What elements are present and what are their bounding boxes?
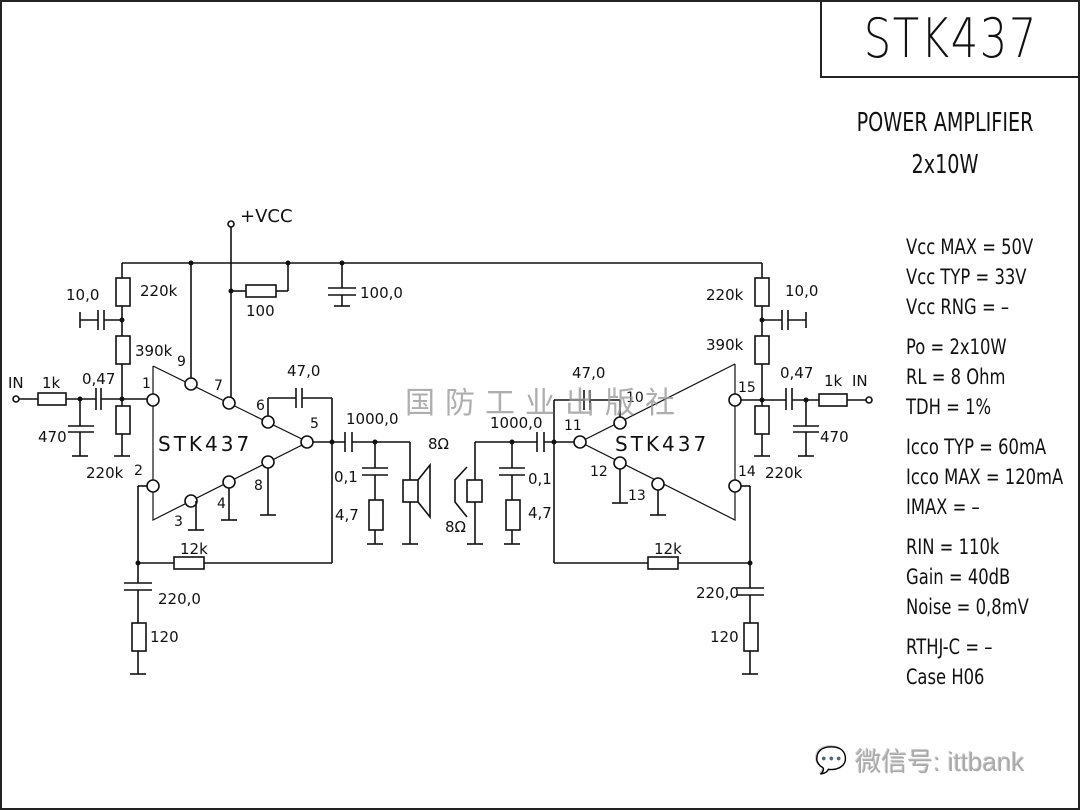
left-r120-label: 120 xyxy=(150,628,179,646)
svg-text:15: 15 xyxy=(738,380,756,396)
wechat-id: 微信号: ittbank xyxy=(855,747,1025,777)
spec-case: Case H06 xyxy=(906,665,985,689)
spec-rin: RIN = 110k xyxy=(906,535,1000,559)
spec-icco-max: Icco MAX = 120mA xyxy=(906,465,1064,489)
supply-resistor xyxy=(231,263,289,298)
left-pin-numbers: 1 2 3 4 5 6 7 8 9 xyxy=(134,354,319,530)
svg-text:11: 11 xyxy=(564,418,582,434)
right-r390k-label: 390k xyxy=(706,336,744,354)
right-c220-label: 220,0 xyxy=(696,584,739,602)
spec-noise: Noise = 0,8mV xyxy=(906,595,1029,619)
title-block: STK437 xyxy=(820,0,1080,78)
right-ic-wiring xyxy=(553,390,764,675)
spec-gain: Gain = 40dB xyxy=(906,565,1011,589)
left-input-network xyxy=(12,388,150,457)
svg-text:5: 5 xyxy=(310,416,319,432)
svg-text:8: 8 xyxy=(254,478,263,494)
supply-cap xyxy=(328,263,356,307)
wechat-watermark: 💬 微信号: ittbank xyxy=(815,742,1024,779)
right-speaker-label: 8Ω xyxy=(445,518,466,536)
right-r47-label: 4,7 xyxy=(528,504,552,522)
spec-imax: IMAX = – xyxy=(906,495,980,519)
right-ic-label: STK437 xyxy=(615,432,709,456)
right-bias-network xyxy=(741,263,873,457)
spec-vcc-max: Vcc MAX = 50V xyxy=(906,235,1034,259)
left-ic-pins xyxy=(146,377,314,508)
svg-text:1: 1 xyxy=(142,376,151,392)
part-title: STK437 xyxy=(863,6,1039,70)
right-c01-label: 0,1 xyxy=(528,470,552,488)
left-output-network xyxy=(344,432,431,545)
spec-icco-typ: Icco TYP = 60mA xyxy=(906,435,1047,459)
subtitle: POWER AMPLIFIER xyxy=(856,108,1034,138)
right-r1k-label: 1k xyxy=(824,372,843,390)
left-speaker-label: 8Ω xyxy=(428,435,449,453)
right-output-network xyxy=(454,432,574,545)
junction-dots xyxy=(77,260,809,566)
right-c470-label: 470 xyxy=(820,428,849,446)
left-r220k-bottom-label: 220k xyxy=(86,464,124,482)
left-ic-wiring xyxy=(124,263,345,675)
svg-text:3: 3 xyxy=(174,514,183,530)
supply-resistor-label: 100 xyxy=(246,302,275,320)
left-r1k-label: 1k xyxy=(42,374,61,392)
right-c47-label: 47,0 xyxy=(572,364,605,382)
right-r220k-bottom-label: 220k xyxy=(765,464,803,482)
supply-rail xyxy=(122,220,762,398)
right-cap10-label: 10,0 xyxy=(785,282,818,300)
spec-list: Vcc MAX = 50V Vcc TYP = 33V Vcc RNG = – … xyxy=(906,232,1080,692)
svg-text:10: 10 xyxy=(626,390,644,406)
svg-text:4: 4 xyxy=(217,496,226,512)
left-in-label: IN xyxy=(8,374,24,392)
svg-text:2: 2 xyxy=(134,463,143,479)
right-pin-numbers: 10 11 12 13 14 15 xyxy=(564,380,756,504)
right-r12k-label: 12k xyxy=(654,540,682,558)
left-c01-label: 0,1 xyxy=(334,468,358,486)
right-r120-label: 120 xyxy=(710,628,739,646)
right-in-label: IN xyxy=(852,372,868,390)
spec-tdh: TDH = 1% xyxy=(906,395,992,419)
svg-text:14: 14 xyxy=(738,464,756,480)
left-c47-label: 47,0 xyxy=(287,362,320,380)
left-c470-label: 470 xyxy=(38,428,67,446)
supply-cap-label: 100,0 xyxy=(360,284,403,302)
spec-rthj: RTHJ-C = – xyxy=(906,635,993,659)
left-r390k-label: 390k xyxy=(135,342,173,360)
right-c047-label: 0,47 xyxy=(780,364,813,382)
left-r47-label: 4,7 xyxy=(335,506,359,524)
left-c1000-label: 1000,0 xyxy=(346,410,399,428)
spec-po: Po = 2x10W xyxy=(906,335,1007,359)
svg-text:7: 7 xyxy=(214,378,223,394)
power-rating: 2x10W xyxy=(911,150,979,180)
publisher-watermark: 国防工业出版社 xyxy=(405,386,685,421)
right-r220k-label: 220k xyxy=(706,286,744,304)
wechat-icon: 💬 xyxy=(815,745,848,775)
svg-text:12: 12 xyxy=(590,464,608,480)
spec-vcc-rng: Vcc RNG = – xyxy=(906,295,1010,319)
svg-text:6: 6 xyxy=(256,398,265,414)
left-c220-label: 220,0 xyxy=(158,590,201,608)
left-ic-label: STK437 xyxy=(158,432,252,456)
left-c047-label: 0,47 xyxy=(82,370,115,388)
right-ic-pins xyxy=(573,393,742,493)
svg-text:9: 9 xyxy=(177,354,186,370)
right-c1000-label: 1000,0 xyxy=(490,414,543,432)
spec-vcc-typ: Vcc TYP = 33V xyxy=(906,265,1027,289)
spec-rl: RL = 8 Ohm xyxy=(906,365,1006,389)
left-r12k-label: 12k xyxy=(180,540,208,558)
svg-text:13: 13 xyxy=(628,488,646,504)
left-r220k-label: 220k xyxy=(140,282,178,300)
vcc-label: +VCC xyxy=(240,206,293,227)
left-cap10-label: 10,0 xyxy=(66,286,99,304)
